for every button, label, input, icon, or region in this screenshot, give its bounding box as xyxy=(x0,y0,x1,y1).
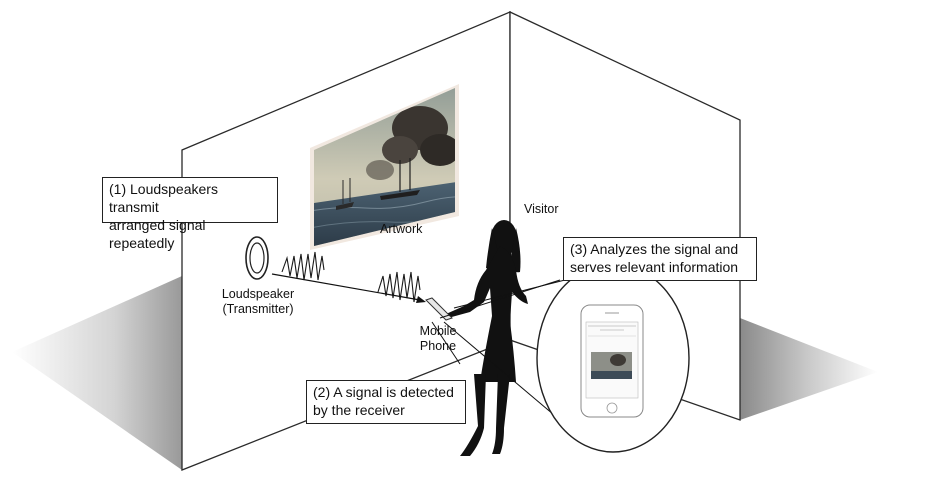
callout-step3: (3) Analyzes the signal and serves relev… xyxy=(563,237,757,281)
floor-shadow-right xyxy=(740,318,878,420)
zoom-line-top xyxy=(439,279,561,319)
visitor-silhouette xyxy=(446,220,528,456)
callout-step1: (1) Loudspeakers transmit arranged signa… xyxy=(102,177,278,251)
visitor-label-text: Visitor xyxy=(524,202,559,216)
loudspeaker-icon xyxy=(245,236,269,280)
callout-step1-line2: arranged signal repeatedly xyxy=(109,217,206,251)
loudspeaker-label: Loudspeaker (Transmitter) xyxy=(213,287,303,317)
signal-wave-far xyxy=(377,271,421,303)
mobile-phone-label-line2: Phone xyxy=(419,339,457,353)
callout-step2-line2: by the receiver xyxy=(313,402,405,418)
callout-step3-line2: serves relevant information xyxy=(570,259,739,275)
signal-arrow xyxy=(271,273,426,303)
callout-step2: (2) A signal is detected by the receiver xyxy=(306,380,466,424)
artwork-label: Artwork xyxy=(380,222,422,237)
artwork-label-text: Artwork xyxy=(380,222,423,236)
mobile-phone-icon xyxy=(425,297,453,321)
callout-step3-line1: (3) Analyzes the signal and xyxy=(570,241,739,257)
floor-shadow-left xyxy=(12,276,182,470)
loudspeaker-label-line2: (Transmitter) xyxy=(222,302,294,316)
connector-step2 xyxy=(431,321,461,365)
visitor-label: Visitor xyxy=(524,202,559,217)
callout-step2-line1: (2) A signal is detected xyxy=(313,384,454,400)
mobile-phone-label-line1: Mobile xyxy=(419,324,457,338)
zoom-line-bottom xyxy=(443,321,561,421)
callout-step1-line1: (1) Loudspeakers transmit xyxy=(109,181,218,215)
mobile-phone-label: Mobile Phone xyxy=(410,324,466,354)
magnified-phone xyxy=(536,263,690,453)
loudspeaker-label-line1: Loudspeaker xyxy=(221,287,295,301)
